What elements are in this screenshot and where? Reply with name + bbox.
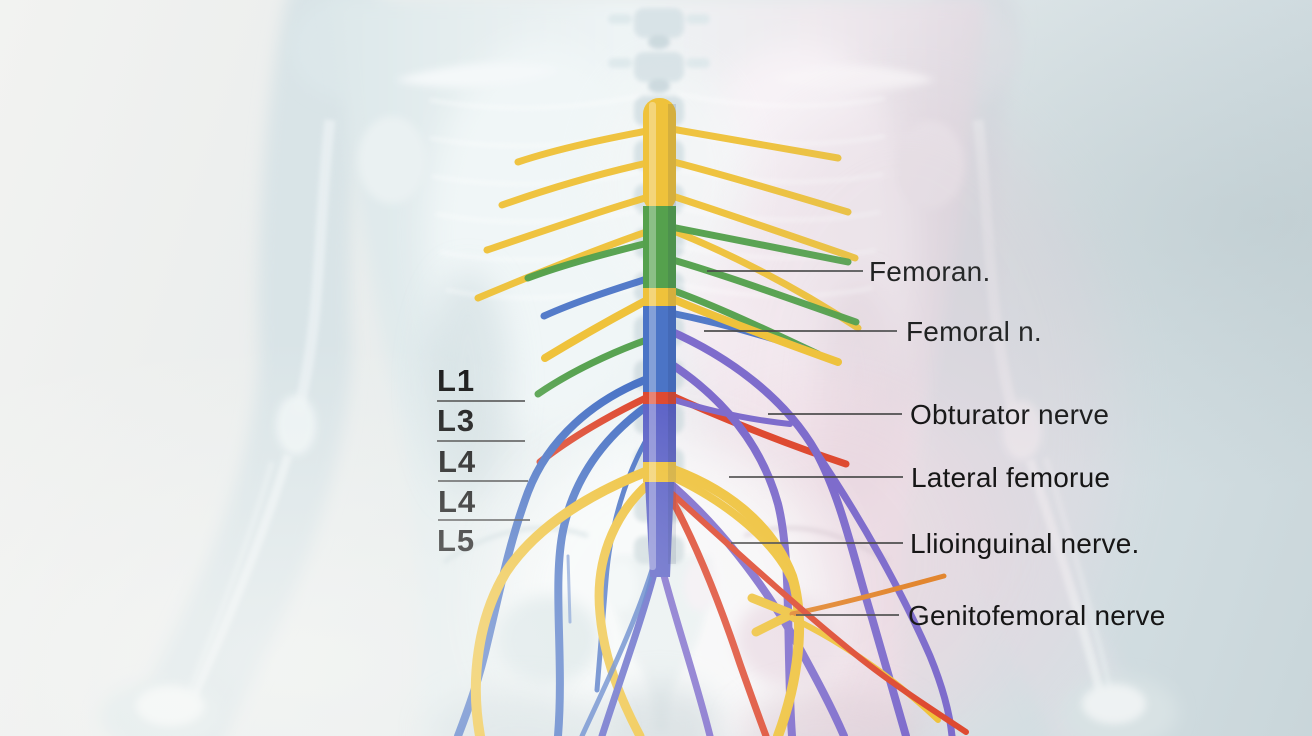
spinal-cord — [643, 98, 676, 577]
vertebra-label-l4b: L4 — [438, 484, 477, 519]
vertebra-label-l4a: L4 — [438, 444, 477, 479]
vertebra-label-l5: L5 — [437, 523, 476, 558]
nerve-label-lateral: Lateral femorue — [911, 462, 1111, 493]
nerve-label-femoran: Femoran. — [869, 256, 991, 287]
vertebra-underline-3 — [438, 480, 528, 482]
vertebra-underline-4 — [438, 519, 530, 521]
leader-line-lateral — [729, 476, 903, 478]
nerve-label-obturator: Obturator nerve — [910, 399, 1110, 430]
nerve-label-genitofemoral: Genitofemoral nerve — [908, 600, 1166, 631]
vertebra-label-l3: L3 — [437, 403, 476, 438]
leader-line-obturator — [768, 413, 902, 415]
leader-line-ilioinguinal — [731, 542, 903, 544]
leader-line-femoral-n — [704, 330, 897, 332]
vertebra-underline-1 — [437, 400, 525, 402]
vertebra-label-l1: L1 — [437, 363, 476, 398]
nerve-label-ilioinguinal: Llioinguinal nerve. — [910, 528, 1140, 559]
nerve-label-femoral-n: Femoral n. — [906, 316, 1042, 347]
leader-line-genitofemoral — [796, 614, 899, 616]
leader-line-femoran — [707, 270, 863, 272]
vertebra-underline-2 — [437, 440, 525, 442]
